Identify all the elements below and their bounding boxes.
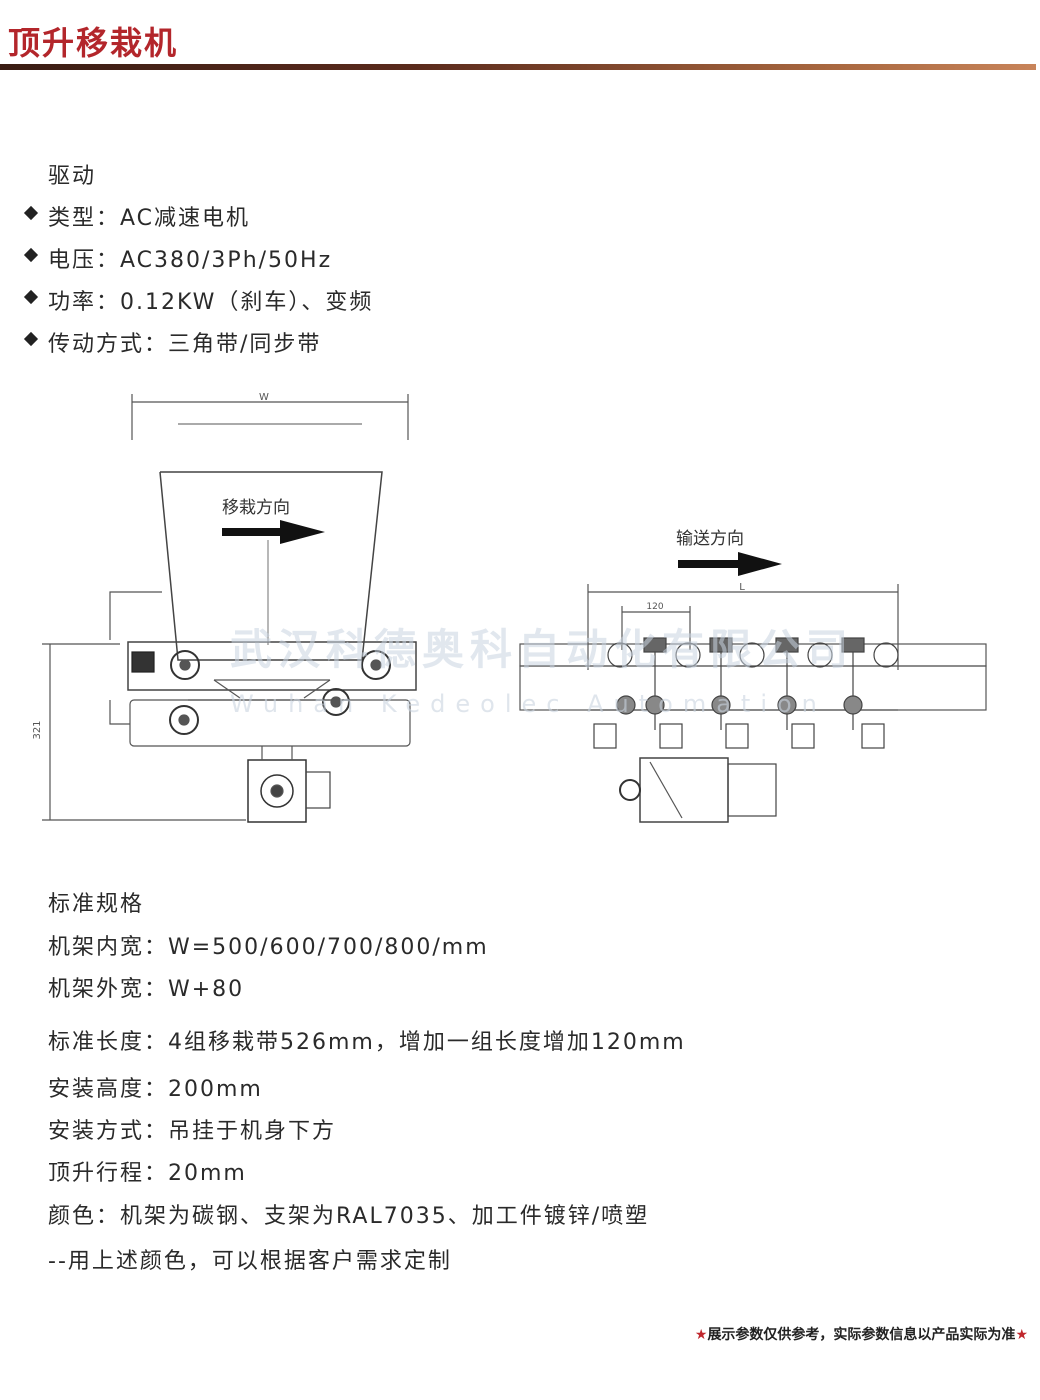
spec-color: 颜色：机架为碳钢、支架为RAL7035、加工件镀锌/喷塑 <box>48 1204 650 1229</box>
spec-install-height: 安装高度：200mm <box>48 1077 263 1102</box>
watermark-cn: 武汉科德奥科自动化有限公司 <box>230 625 854 674</box>
bullet-icon <box>23 247 39 263</box>
dim-l-label: L <box>739 582 745 593</box>
transfer-direction-label: 移栽方向 <box>222 498 290 518</box>
page-title: 顶升移栽机 <box>8 24 179 62</box>
drive-item-transmission: 传动方式：三角带/同步带 <box>48 332 322 357</box>
spec-lift-stroke: 顶升行程：20mm <box>48 1161 247 1186</box>
star-icon: ★ <box>694 1327 708 1343</box>
disclaimer-text: 展示参数仅供参考，实际参数信息以产品实际为准 <box>707 1327 1016 1343</box>
drive-item-type: 类型：AC减速电机 <box>48 206 251 231</box>
technical-drawing: 武汉科德奥科自动化有限公司 Wuhan Kedeolec Automation … <box>32 392 987 823</box>
header-divider <box>0 64 1036 70</box>
drive-item-voltage: 电压：AC380/3Ph/50Hz <box>48 248 333 273</box>
dim-pitch-label: 120 <box>646 602 663 612</box>
spec-custom-note: --用上述颜色，可以根据客户需求定制 <box>48 1249 452 1274</box>
spec-standard-length: 标准长度：4组移栽带526mm，增加一组长度增加120mm <box>48 1030 686 1055</box>
drive-heading: 驱动 <box>48 164 97 189</box>
bullet-icon <box>23 205 39 221</box>
star-icon: ★ <box>1015 1327 1028 1343</box>
conveying-direction-label: 输送方向 <box>676 529 744 549</box>
bullet-icon <box>23 331 39 347</box>
spec-inner-width: 机架内宽：W=500/600/700/800/mm <box>48 935 489 960</box>
dim-height-label: 321 <box>32 720 43 739</box>
drive-item-power: 功率：0.12KW（刹车）、变频 <box>48 290 374 315</box>
watermark-en: Wuhan Kedeolec Automation <box>230 690 827 718</box>
disclaimer: ★展示参数仅供参考，实际参数信息以产品实际为准★ <box>695 1324 1028 1344</box>
spec-outer-width: 机架外宽：W+80 <box>48 977 245 1002</box>
dim-w-label: W <box>259 392 269 403</box>
spec-install-method: 安装方式：吊挂于机身下方 <box>48 1119 337 1144</box>
bullet-icon <box>23 289 39 305</box>
specs-heading: 标准规格 <box>48 892 145 917</box>
